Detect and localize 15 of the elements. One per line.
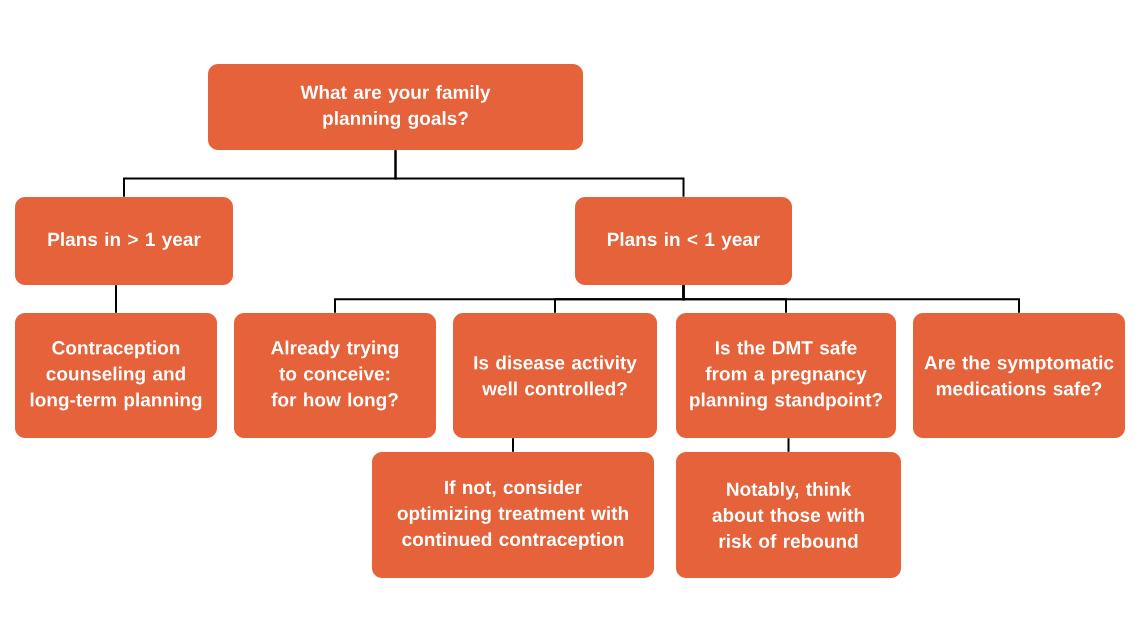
- connector-line: [115, 284, 117, 314]
- connector-line: [682, 284, 1020, 314]
- process-box: Contraception counseling and long-term planning: [15, 313, 217, 438]
- process-box: Are the symptomatic medications safe?: [913, 313, 1125, 438]
- process-box: Already trying to conceive: for how long?: [234, 313, 436, 438]
- process-box: If not, consider optimizing treatment with continued contraception: [372, 452, 654, 578]
- process-box: Is disease activity well controlled?: [453, 313, 657, 438]
- connector-line: [394, 149, 685, 198]
- process-box: Plans in > 1 year: [15, 197, 233, 285]
- process-box: Plans in < 1 year: [575, 197, 792, 285]
- connector-line: [787, 437, 790, 453]
- process-box: Notably, think about those with risk of rebound: [676, 452, 901, 578]
- process-box: Is the DMT safe from a pregnancy planning standpoint?: [676, 313, 896, 438]
- process-box: What are your family planning goals?: [208, 64, 583, 150]
- connector-line: [512, 437, 514, 453]
